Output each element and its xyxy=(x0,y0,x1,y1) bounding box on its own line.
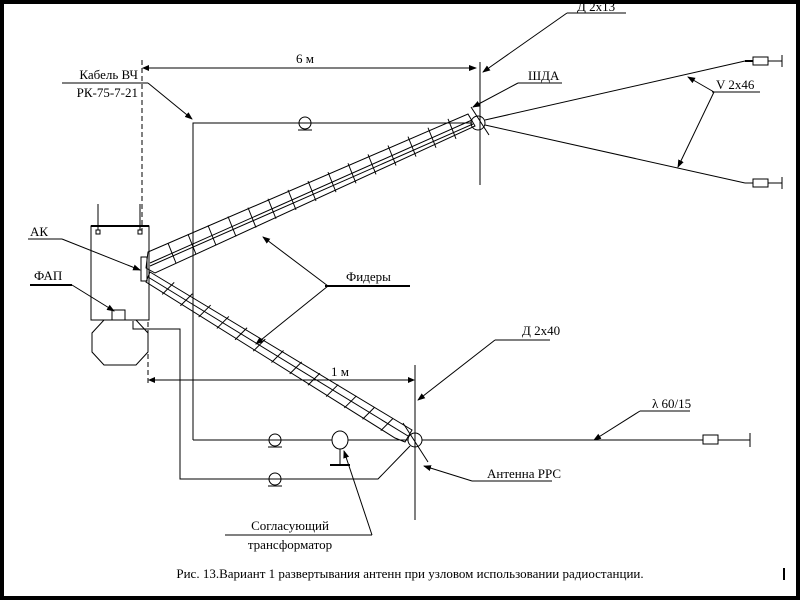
feeder-segment-tick xyxy=(387,145,397,166)
feeder-segment-tick xyxy=(180,293,193,307)
feeder-segment-tick xyxy=(227,216,237,237)
matching-transformer xyxy=(331,430,349,450)
feeder-segment-tick xyxy=(271,350,284,363)
feeder-segment-tick xyxy=(344,395,357,409)
radio-station xyxy=(90,204,150,366)
feeder-segment-tick xyxy=(247,207,257,228)
feeder-segment-tick xyxy=(267,198,277,219)
feeder-segment-tick xyxy=(327,171,337,193)
ak-label: АК xyxy=(30,224,48,239)
power-unit xyxy=(91,319,149,366)
feeder-segment-tick xyxy=(307,372,321,386)
dimension-1m: 1 м xyxy=(147,322,415,385)
feeder-segment-tick xyxy=(187,234,197,255)
cable-type-text: РК-75-7-21 xyxy=(77,85,138,100)
feeder-segment-tick xyxy=(447,118,457,140)
dim-top-label: 6 м xyxy=(296,51,314,66)
dipole-top-label: Д 2х13 xyxy=(577,0,615,14)
rrs-antenna: Д 2х40 λ 60/15 Антенна РРС xyxy=(402,323,751,520)
upper-feeder xyxy=(145,113,476,274)
fap-label: ФАП xyxy=(34,268,62,283)
feeder-segment-tick xyxy=(161,282,175,295)
feeder-segment-tick xyxy=(216,316,230,329)
lambda-label: λ 60/15 xyxy=(652,396,691,411)
feeder-segment-tick xyxy=(347,163,357,184)
cable-label-text: Кабель ВЧ xyxy=(79,67,138,82)
transformer-label-2: трансформатор xyxy=(248,537,332,552)
shda-antenna: ШДА Д 2х13 V 2х46 xyxy=(470,0,783,189)
dim-bottom-label: 1 м xyxy=(331,364,349,379)
v-antenna-label: V 2х46 xyxy=(716,77,755,92)
feeder-segment-tick xyxy=(367,154,377,175)
dipole-bottom-label: Д 2х40 xyxy=(522,323,560,338)
lower-feeder xyxy=(145,271,413,443)
feeder-segment-tick xyxy=(362,406,375,420)
cable-label: Кабель ВЧ РК-75-7-21 xyxy=(62,67,193,120)
rrs-antenna-label: Антенна РРС xyxy=(487,466,561,481)
feeders-label: Фидеры xyxy=(346,269,391,284)
feeder-segment-tick xyxy=(380,418,394,431)
transformer-label-1: Согласующий xyxy=(251,518,329,533)
feeder-segment-tick xyxy=(207,225,217,246)
feeder-segment-tick xyxy=(287,189,297,211)
feeder-segment-tick xyxy=(427,127,437,148)
feeder-segment-tick xyxy=(407,136,417,157)
feeder-segment-tick xyxy=(234,327,248,341)
feeder-segment-tick xyxy=(289,361,303,375)
shda-label: ШДА xyxy=(528,68,560,83)
dimension-6m: 6 м xyxy=(141,51,481,230)
feeder-segment-tick xyxy=(325,384,339,397)
feeder-segment-tick xyxy=(198,304,211,318)
figure-caption: Рис. 13.Вариант 1 развертывания антенн п… xyxy=(176,566,643,581)
lower-cables xyxy=(132,262,411,487)
upper-cable xyxy=(192,116,472,262)
feeder-segment-tick xyxy=(167,242,177,264)
feeder-segment-tick xyxy=(307,180,317,202)
